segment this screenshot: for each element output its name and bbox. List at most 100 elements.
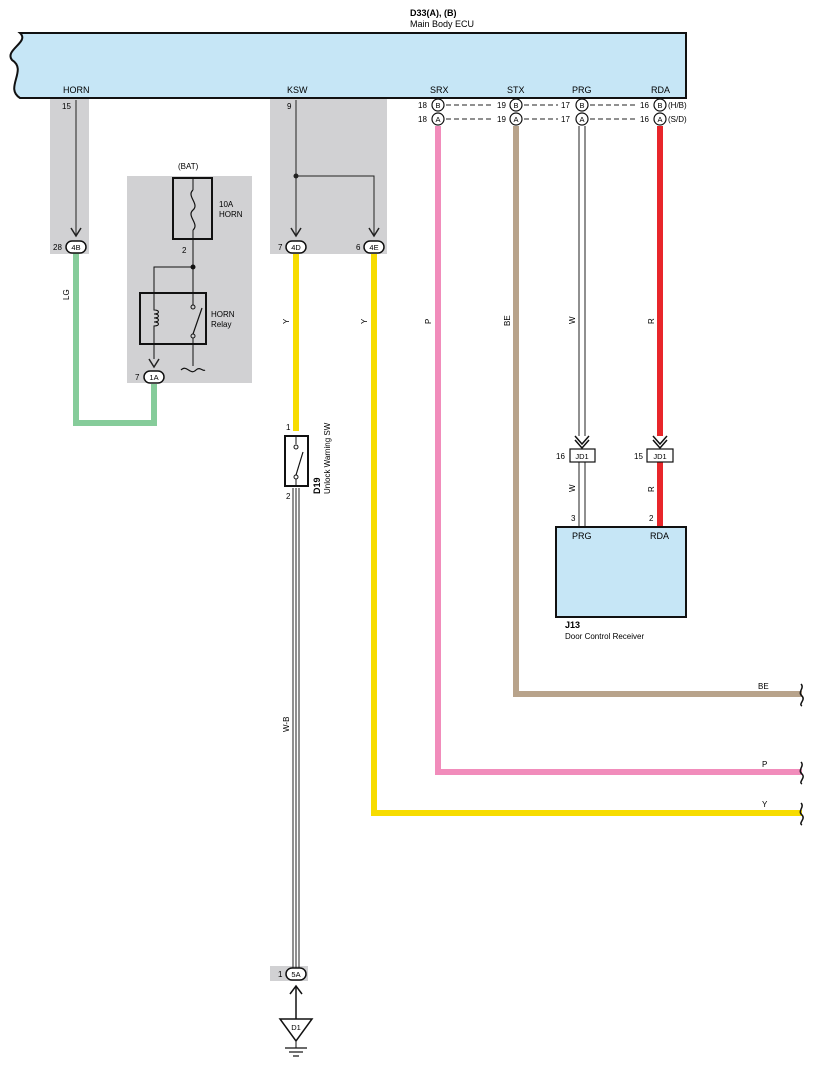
- break-y: [799, 802, 804, 826]
- svg-text:18: 18: [418, 115, 427, 124]
- switch-pin-top: 1: [286, 423, 291, 432]
- svg-text:A: A: [579, 115, 584, 124]
- arrow-jd1-w: [574, 435, 590, 450]
- svg-text:A: A: [657, 115, 662, 124]
- svg-text:16: 16: [640, 101, 649, 110]
- wire-label-w2: W: [568, 484, 577, 492]
- wire-label-r1: R: [647, 318, 656, 324]
- svg-text:17: 17: [561, 101, 570, 110]
- svg-text:19: 19: [497, 101, 506, 110]
- junction-1a-pin: 7: [135, 373, 140, 382]
- jd1-connector-r: [646, 448, 674, 463]
- svg-text:A: A: [513, 115, 518, 124]
- horn-connector-shade: [50, 98, 89, 254]
- junction-4e: 6 4E: [356, 240, 385, 254]
- ecu-ref: D33(A), (B): [410, 8, 457, 18]
- relay-name-2: Relay: [211, 320, 231, 329]
- arrow-4b: [70, 227, 82, 238]
- wire-label-r2: R: [647, 486, 656, 492]
- junction-4b-pin: 28: [53, 243, 62, 252]
- terminal-rda: RDA: [651, 85, 670, 95]
- arrow-4e: [368, 227, 380, 238]
- svg-text:19: 19: [497, 115, 506, 124]
- arrow-jd1-r: [652, 435, 668, 450]
- svg-text:B: B: [579, 101, 584, 110]
- terminal-prg: PRG: [572, 85, 592, 95]
- ground-triangle: [278, 1018, 314, 1043]
- pin-ksw: 9: [287, 102, 292, 111]
- fuse-pin: 2: [182, 246, 187, 255]
- relay-contact: [192, 307, 203, 335]
- junction-4d: 7 4D: [278, 240, 307, 254]
- switch-contact: [295, 451, 304, 476]
- ground-label: D1: [291, 1023, 301, 1032]
- junction-4b-label: 4B: [71, 243, 80, 252]
- junction-4e-pin: 6: [356, 243, 361, 252]
- wire-lg: [73, 253, 157, 426]
- receiver-ref: J13: [565, 620, 580, 630]
- wire-label-y2: Y: [360, 318, 369, 324]
- jd1-pin-w: 16: [556, 452, 565, 461]
- junction-5a-pin: 1: [278, 970, 283, 979]
- jd1-pin-r: 15: [634, 452, 643, 461]
- door-control-receiver-box: [555, 526, 687, 618]
- svg-text:16: 16: [640, 115, 649, 124]
- receiver-pin-rda: 2: [649, 514, 654, 523]
- variant-sd: (S/D): [668, 115, 687, 124]
- junction-5a: [285, 967, 307, 981]
- bat-label: (BAT): [178, 162, 199, 171]
- junction-1a-label: 1A: [149, 373, 158, 382]
- junction-4e-label: 4E: [369, 243, 378, 252]
- wire-label-y1: Y: [282, 318, 291, 324]
- svg-text:B: B: [435, 101, 440, 110]
- receiver-pin-prg: 3: [571, 514, 576, 523]
- relay-box: [139, 292, 207, 345]
- arrow-1a: [148, 358, 160, 369]
- wire-label-out-p: P: [762, 760, 767, 769]
- pin-horn: 15: [62, 102, 71, 111]
- fuse-name: HORN: [219, 210, 243, 219]
- junction-5a-label: 5A: [291, 970, 300, 979]
- wire-label-be: BE: [503, 315, 512, 326]
- wire-label-out-y: Y: [762, 800, 768, 809]
- receiver-term-prg: PRG: [572, 531, 592, 541]
- junction-1a: 7 1A: [135, 370, 165, 384]
- switch-ref: D19: [312, 477, 322, 494]
- ksw-splice: [293, 173, 299, 179]
- switch-pin-bottom: 2: [286, 492, 291, 501]
- horn-relay-shade: [127, 176, 252, 383]
- horn-symbol-icon: [180, 367, 206, 373]
- jd1-label-r: JD1: [653, 452, 666, 461]
- terminal-horn: HORN: [63, 85, 90, 95]
- ecu-connector-pins: 18 B 18 A 19 B 19 A 17 B 17 A 16 B 16 A …: [418, 98, 687, 126]
- ksw-branch: [295, 100, 375, 236]
- arrow-4d: [290, 227, 302, 238]
- wire-label-p: P: [424, 319, 433, 324]
- junction-4b: 28 4B: [53, 240, 87, 254]
- terminal-ksw: KSW: [287, 85, 308, 95]
- wire-label-w1: W: [568, 316, 577, 324]
- wire-be: [513, 126, 802, 697]
- break-p: [799, 761, 804, 785]
- svg-text:17: 17: [561, 115, 570, 124]
- wire-label-out-be: BE: [758, 682, 769, 691]
- junction-4d-label: 4D: [291, 243, 301, 252]
- break-be: [799, 683, 804, 707]
- receiver-term-rda: RDA: [650, 531, 669, 541]
- svg-text:B: B: [657, 101, 662, 110]
- terminal-srx: SRX: [430, 85, 449, 95]
- main-body-ecu-box: [9, 32, 687, 99]
- wire-y-out: [371, 254, 802, 816]
- jd1-connector-w: [569, 448, 596, 463]
- switch-name: Unlock Warning SW: [323, 422, 332, 494]
- wire-label-lg: LG: [62, 289, 71, 300]
- relay-coil-icon: [153, 293, 159, 359]
- terminal-stx: STX: [507, 85, 525, 95]
- variant-hb: (H/B): [668, 101, 687, 110]
- svg-text:B: B: [513, 101, 518, 110]
- fuse-icon: [190, 189, 196, 231]
- wire-p: [435, 126, 802, 775]
- svg-text:A: A: [435, 115, 440, 124]
- receiver-name: Door Control Receiver: [565, 632, 644, 641]
